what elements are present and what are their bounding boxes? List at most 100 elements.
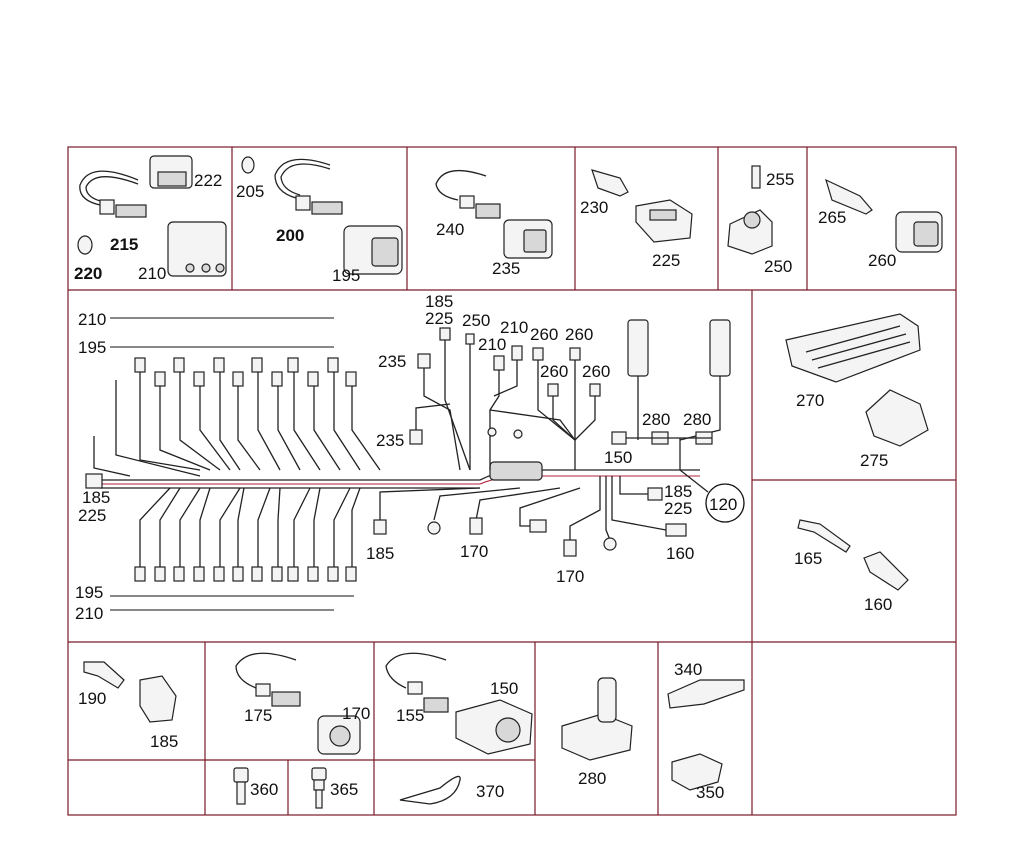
terminal-160 — [863, 551, 909, 591]
label-150-harness: 150 — [604, 448, 632, 467]
label-370: 370 — [476, 782, 504, 801]
ground-terminal — [603, 537, 617, 551]
connector-195-face — [371, 237, 399, 267]
label-350: 350 — [696, 783, 724, 802]
label-210-mid: 210 — [478, 335, 506, 354]
cap-222-slot — [157, 171, 187, 187]
label-222: 222 — [194, 171, 222, 190]
connector-235-lower — [409, 429, 423, 445]
label-260-d: 260 — [582, 362, 610, 381]
label-225-left: 225 — [78, 506, 106, 525]
grommet-main — [489, 461, 543, 481]
sleeve-280-left — [627, 319, 649, 377]
sensor-plug-body — [255, 683, 271, 697]
cell-terminals-165-160: 165 160 — [794, 519, 909, 614]
label-225-right: 225 — [664, 499, 692, 518]
screw-365-shank — [315, 789, 323, 809]
connector-260-c — [547, 383, 559, 397]
screw-360-shank — [236, 781, 246, 805]
seal-205 — [241, 156, 255, 174]
pin-hole — [201, 263, 211, 273]
cell-sensor-240-235: 240 235 — [435, 169, 553, 278]
cell-sensor-200-195: 205 200 195 — [236, 156, 403, 285]
connector-150 — [455, 699, 533, 755]
connector-185-left — [85, 473, 103, 489]
label-225-top: 225 — [425, 309, 453, 328]
lower-connector-row — [110, 487, 361, 611]
label-240: 240 — [436, 220, 464, 239]
connector-170-face — [329, 725, 351, 747]
label-365: 365 — [330, 780, 358, 799]
label-250-top: 250 — [462, 311, 490, 330]
label-275: 275 — [860, 451, 888, 470]
terminal-190 — [83, 661, 125, 689]
main-harness: 210 195 185 225 195 210 185 225 250 235 … — [75, 292, 745, 623]
label-150: 150 — [490, 679, 518, 698]
upper-connector-row — [93, 317, 381, 477]
cell-terminal-265-260: 265 260 — [818, 178, 943, 270]
cable-tie-370 — [399, 775, 461, 805]
cell-conduit-270-bracket-275: 270 275 — [785, 313, 929, 470]
label-220: 220 — [74, 264, 102, 283]
label-260-c: 260 — [540, 362, 568, 381]
terminal-265 — [825, 178, 873, 215]
connector-225-top — [439, 327, 451, 341]
label-210: 210 — [138, 264, 166, 283]
connector-150-face — [495, 717, 521, 743]
label-230: 230 — [580, 198, 608, 217]
lower-middle-branches — [373, 469, 745, 557]
callout-120 — [705, 483, 745, 523]
label-250: 250 — [764, 257, 792, 276]
label-200: 200 — [276, 226, 304, 245]
sensor-250-top — [743, 211, 761, 229]
cell-grommet-280: 280 — [561, 677, 633, 788]
label-210-bottom: 210 — [75, 604, 103, 623]
connector-210 — [167, 221, 227, 277]
connector-210-right — [511, 345, 523, 361]
diagram-frame — [67, 146, 957, 816]
label-170-mid: 170 — [460, 542, 488, 561]
connector-185 — [139, 675, 177, 723]
connector-260-face — [913, 221, 939, 247]
screw-365-head — [311, 767, 327, 781]
label-185-top: 185 — [425, 292, 453, 311]
cell-fittings-340-350: 340 350 — [667, 660, 745, 802]
label-165: 165 — [794, 549, 822, 568]
cell-sensor-200-215: 222 215 220 210 — [74, 155, 227, 283]
label-270: 270 — [796, 391, 824, 410]
label-205: 205 — [236, 182, 264, 201]
connector-210-mid — [493, 355, 505, 371]
label-185-mid: 185 — [366, 544, 394, 563]
connector-170-mid — [469, 517, 483, 535]
upper-middle-branches — [409, 327, 601, 471]
label-260: 260 — [868, 251, 896, 270]
sensor-plug-body — [459, 195, 475, 209]
connector-215 — [115, 204, 147, 218]
ground-terminal — [427, 521, 441, 535]
screw-365-collar — [313, 779, 325, 791]
screw-360-head — [233, 767, 249, 783]
connector-225 — [635, 199, 693, 243]
label-235: 235 — [492, 259, 520, 278]
sensor-plug-body — [99, 199, 115, 215]
pin-hole — [215, 263, 225, 273]
label-185-left: 185 — [82, 488, 110, 507]
cell-screw-360: 360 — [233, 767, 278, 805]
bracket-275 — [865, 389, 929, 447]
label-260-b: 260 — [565, 325, 593, 344]
sleeve-280-right — [709, 319, 731, 377]
pin-255 — [751, 165, 761, 189]
label-360: 360 — [250, 780, 278, 799]
sensor-plug-body — [295, 195, 311, 211]
label-170-lower: 170 — [556, 567, 584, 586]
connector-240 — [475, 203, 501, 219]
label-195: 195 — [332, 266, 360, 285]
label-235-lower: 235 — [376, 431, 404, 450]
connector-185-right — [647, 487, 663, 501]
label-260-a: 260 — [530, 325, 558, 344]
connector-175 — [271, 691, 301, 707]
fitting-340 — [667, 679, 745, 709]
label-185-right: 185 — [664, 482, 692, 501]
seal-220 — [77, 235, 93, 255]
